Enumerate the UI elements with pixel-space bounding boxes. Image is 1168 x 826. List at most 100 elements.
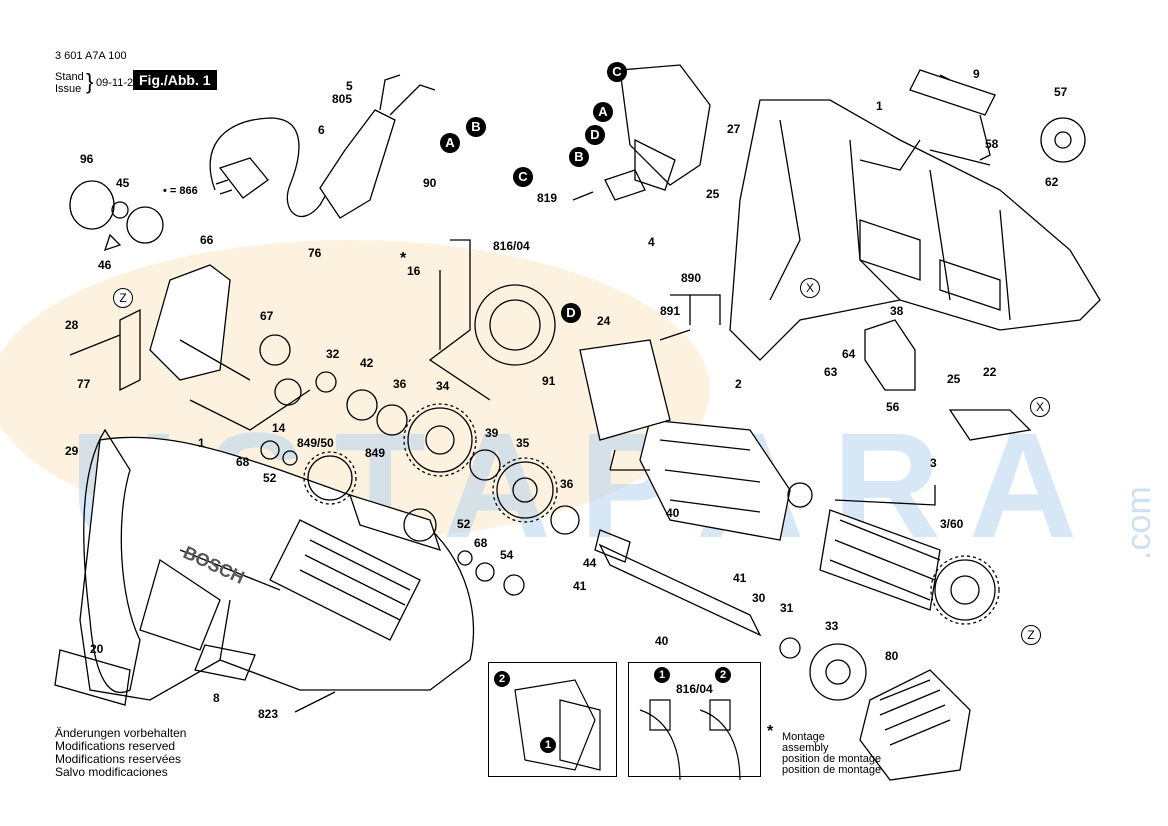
part-label-890: 890 [681, 271, 702, 285]
part-label-4: 4 [648, 235, 655, 249]
part-label-68: 68 [236, 455, 250, 469]
part-label-805: 805 [332, 92, 353, 106]
letter-z: Z [1021, 625, 1041, 645]
letter-x: X [1030, 397, 1050, 417]
part-number: 3 601 A7A 100 [55, 50, 127, 62]
letter-z: Z [113, 288, 133, 308]
part-label-32: 32 [326, 347, 340, 361]
part-label-56: 56 [886, 400, 900, 414]
part-label-41: 41 [573, 579, 587, 593]
assembly-star: * [767, 723, 774, 740]
part-label-1: 1 [198, 436, 205, 450]
part-label-9: 9 [973, 67, 980, 81]
part-label-3-60: 3/60 [940, 517, 964, 531]
part-label-42: 42 [360, 356, 374, 370]
part-label-44: 44 [583, 556, 597, 570]
letter-d: D [561, 303, 581, 323]
letter-d: D [585, 125, 605, 145]
footer-note: Modifications reserved [55, 739, 176, 753]
part-label-3: 3 [930, 456, 937, 470]
part-label-77: 77 [77, 377, 91, 391]
part-label-28: 28 [65, 318, 79, 332]
part-label-40: 40 [666, 506, 680, 520]
figure-badge: Fig./Abb. 1 [133, 70, 217, 90]
assembly-note-line: position de montage [782, 753, 882, 765]
footer-note: Salvo modificaciones [55, 765, 168, 779]
part-label-35: 35 [516, 436, 530, 450]
footer-note: Änderungen vorbehalten [55, 726, 187, 740]
part-label-849-50: 849/50 [297, 436, 334, 450]
part-label-25: 25 [947, 372, 961, 386]
part-label-1: 1 [876, 99, 883, 113]
part-label-823: 823 [258, 707, 279, 721]
letter-c: C [607, 62, 627, 82]
part-label-27: 27 [727, 122, 741, 136]
issue-label: Issue [55, 83, 82, 95]
note-866: • = 866 [163, 185, 198, 197]
part-label-14: 14 [272, 421, 286, 435]
part-label-819: 819 [537, 191, 558, 205]
part-label-891: 891 [660, 304, 681, 318]
assembly-note-line: position de montage [782, 764, 882, 776]
step-number: 1 [654, 667, 670, 683]
part-label-52: 52 [263, 471, 277, 485]
letter-x: X [800, 278, 820, 298]
part-label-25: 25 [706, 187, 720, 201]
part-label-31: 31 [780, 601, 794, 615]
inset-assembly-left [488, 662, 617, 777]
part-label-816-04-inset: 816/04 [676, 682, 713, 696]
part-label-20: 20 [90, 642, 104, 656]
letter-c: C [513, 167, 533, 187]
part-label-80: 80 [885, 649, 899, 663]
part-label-57: 57 [1054, 85, 1068, 99]
part-label-8: 8 [213, 691, 220, 705]
part-label-816-04: 816/04 [493, 239, 530, 253]
part-label-64: 64 [842, 347, 856, 361]
issue-date: 09-11-24 [96, 77, 140, 89]
part-label-22: 22 [983, 365, 997, 379]
part-label-30: 30 [752, 591, 766, 605]
part-label-849: 849 [365, 446, 386, 460]
part-label-96: 96 [80, 152, 94, 166]
step-number: 1 [540, 737, 556, 753]
part-label-62: 62 [1045, 175, 1059, 189]
part-label-41: 41 [733, 571, 747, 585]
inset-assembly-right [628, 662, 761, 777]
part-label-40: 40 [655, 634, 669, 648]
letter-b: B [466, 117, 486, 137]
part-label-36: 36 [393, 377, 407, 391]
part-label-45: 45 [116, 176, 130, 190]
letter-a: A [593, 102, 613, 122]
part-label-5: 5 [346, 79, 353, 93]
stand-label: Stand [55, 71, 84, 83]
part-label-54: 54 [500, 548, 514, 562]
part-label-16: 16 [407, 264, 421, 278]
part-label-91: 91 [542, 374, 556, 388]
part-label-39: 39 [485, 426, 499, 440]
part-label-29: 29 [65, 444, 79, 458]
assembly-note-line: assembly [782, 742, 829, 754]
part-label-36: 36 [560, 477, 574, 491]
letter-a: A [440, 133, 460, 153]
part-label-52: 52 [457, 517, 471, 531]
brace: } [86, 69, 94, 94]
part-label-2: 2 [735, 377, 742, 391]
step-number: 2 [494, 671, 510, 687]
part-label-58: 58 [985, 137, 999, 151]
letter-b: B [569, 147, 589, 167]
part-label-34: 34 [436, 379, 450, 393]
assembly-note-line: Montage [782, 731, 825, 743]
footer-note: Modifications reservées [55, 752, 182, 766]
part-label-33: 33 [825, 619, 839, 633]
part-label-24: 24 [597, 314, 611, 328]
part-label-90: 90 [423, 176, 437, 190]
part-label-76: 76 [308, 246, 322, 260]
part-label-46: 46 [98, 258, 112, 272]
part-label-63: 63 [824, 365, 838, 379]
part-label-6: 6 [318, 123, 325, 137]
part-label-66: 66 [200, 233, 214, 247]
part-label-67: 67 [260, 309, 274, 323]
part-label-38: 38 [890, 304, 904, 318]
step-number: 2 [715, 667, 731, 683]
